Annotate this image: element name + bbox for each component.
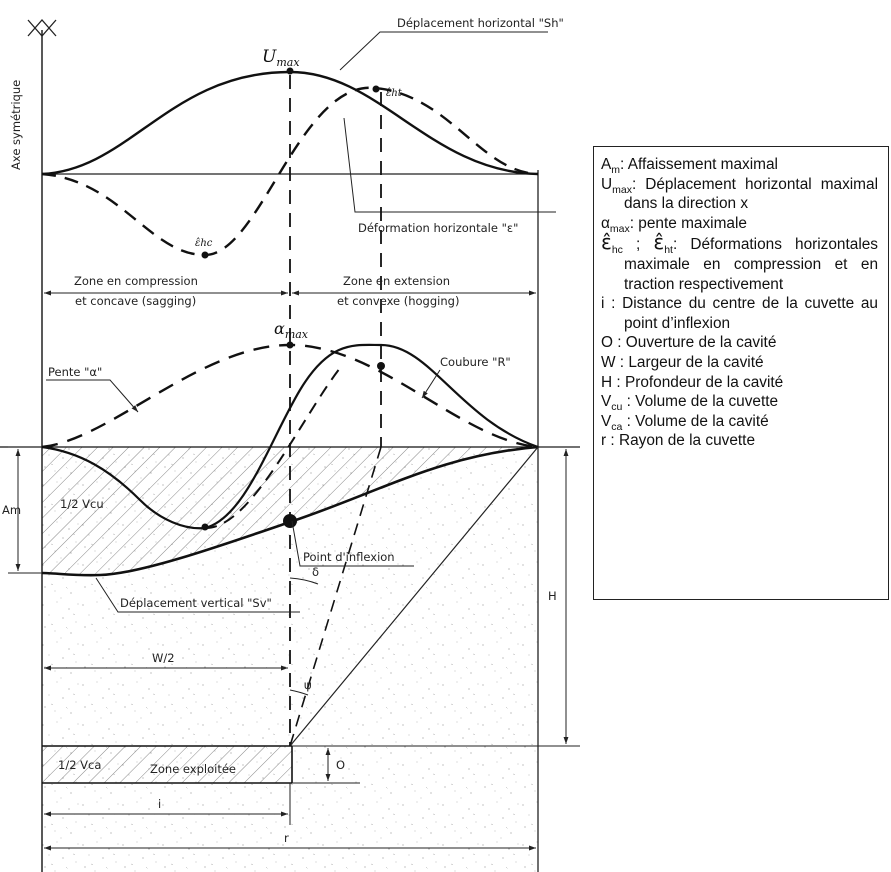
legend-text: : Volume de la cavité: [622, 412, 769, 430]
legend-text: : Profondeur de la cavité: [612, 373, 784, 391]
eps-hc-label: ε̂hc: [195, 238, 213, 249]
deformation-leader: [343, 117, 556, 213]
legend-text: : Rayon de la cuvette: [606, 432, 756, 450]
compression-zone-label-1: Zone en compression: [74, 274, 198, 288]
vertical-displacement-curve: [41, 445, 539, 577]
legend-symbol: ε̂: [601, 230, 612, 255]
slope-label: Pente "α": [48, 365, 102, 379]
h-label: H: [548, 589, 557, 603]
legend-subscript: ca: [611, 420, 623, 433]
curvature-curve: [41, 343, 539, 530]
inflection-point: [283, 514, 297, 528]
curvature-leader: [421, 369, 441, 399]
horizontal-deformation-label: Déformation horizontale "ε": [358, 221, 518, 235]
psi-label: ψ: [304, 678, 312, 692]
legend-text: : Déplacement horizontal maximal dans la…: [624, 175, 878, 213]
legend-subscript: max: [612, 183, 632, 196]
legend-symbol: A: [601, 156, 612, 173]
symmetry-axis-arrows: [27, 19, 57, 37]
eps-ht-label: ε̂ht: [386, 88, 403, 99]
legend-text: : pente maximale: [629, 214, 747, 232]
legend-item: Umax: Déplacement horizontal maximal dan…: [601, 175, 878, 214]
legend-text: : Ouverture de la cavité: [612, 334, 777, 352]
legend-item: αmax: pente maximale: [601, 214, 878, 234]
slope-leader: [46, 379, 139, 413]
curvature-max-point: [377, 362, 385, 370]
legend-symbol: i: [601, 295, 605, 313]
legend-symbol: α: [601, 214, 610, 232]
inflection-point-label: Point d'inflexion: [303, 550, 395, 564]
half-v-ca-label: 1/2 Vca: [58, 758, 101, 772]
legend-item: Vcu : Volume de la cuvette: [601, 392, 878, 412]
legend-symbol: V: [601, 412, 612, 430]
axis-symmetry-label: Axe symétrique: [9, 80, 23, 170]
u-max-point: [286, 67, 294, 75]
extension-zone-label-1: Zone en extension: [343, 274, 450, 288]
delta-arc: [289, 577, 319, 585]
legend-symbol: W: [601, 353, 616, 371]
legend-symbol: U: [601, 175, 613, 193]
legend-item: O : Ouverture de la cavité: [601, 333, 878, 353]
horizontal-displacement-label: Déplacement horizontal "Sh": [397, 16, 564, 30]
alpha-max-point: [286, 341, 294, 349]
legend-subscript: max: [609, 222, 630, 235]
legend-symbol: V: [601, 393, 612, 411]
legend-symbol: ε̂: [653, 230, 665, 255]
half-w-label: W/2: [152, 651, 175, 665]
curvature-dashed-part: [204, 367, 341, 530]
horizontal-deformation-curve: [41, 86, 539, 257]
draw-angle-dashed: [289, 446, 382, 747]
eps-ht-point: [372, 85, 380, 93]
curvature-min-point: [201, 523, 209, 531]
eps-hc-point: [201, 251, 209, 259]
legend-separator: ;: [622, 236, 654, 254]
o-label: O: [336, 758, 345, 772]
legend-symbol: r: [601, 432, 607, 450]
legend-item: ε̂hc ; ε̂ht: Déformations horizontales m…: [601, 230, 878, 294]
draw-angle-line: [289, 446, 539, 747]
mined-cavity: [42, 746, 292, 783]
alpha-max-label: αmax: [274, 319, 309, 341]
legend-item: Vca : Volume de la cavité: [601, 412, 878, 432]
psi-arc: [289, 689, 309, 696]
delta-label: δ: [312, 565, 319, 579]
sh-leader: [339, 31, 548, 71]
subsidence-basin: [42, 447, 538, 576]
legend-subscript: m: [611, 164, 621, 177]
legend-item: i : Distance du centre de la cuvette au …: [601, 294, 878, 333]
legend-item: H : Profondeur de la cavité: [601, 373, 878, 393]
u-max-label: Umax: [262, 47, 300, 69]
legend-item: Am: Affaissement maximal: [601, 155, 878, 175]
extension-zone-label-2: et convexe (hogging): [337, 294, 459, 308]
legend-subscript: hc: [611, 244, 623, 257]
mined-zone-label: Zone exploitée: [150, 762, 236, 776]
sv-leader: [95, 577, 300, 613]
inflection-leader: [291, 520, 414, 567]
legend-subscript: ht: [664, 244, 673, 257]
legend-item: W : Largeur de la cavité: [601, 353, 878, 373]
half-v-cu-label: 1/2 Vcu: [60, 497, 104, 511]
legend-text: : Largeur de la cavité: [615, 353, 764, 371]
a-m-label: Am: [2, 503, 21, 517]
legend-text: : Déformations horizontales maximale en …: [624, 236, 878, 293]
legend-text: : Affaissement maximal: [620, 156, 778, 173]
compression-zone-label-2: et concave (sagging): [75, 294, 196, 308]
legend-item: r : Rayon de la cuvette: [601, 431, 878, 451]
legend-symbol: H: [601, 373, 613, 391]
i-label: i: [158, 797, 161, 811]
legend-symbol: O: [601, 334, 613, 352]
legend-subscript: cu: [611, 401, 623, 414]
r-label: r: [284, 831, 289, 845]
legend-text: : Distance du centre de la cuvette au po…: [604, 295, 878, 332]
curvature-label: Coubure "R": [440, 355, 511, 369]
legend-text: : Volume de la cuvette: [622, 393, 779, 411]
vertical-displacement-label: Déplacement vertical "Sv": [120, 596, 272, 610]
